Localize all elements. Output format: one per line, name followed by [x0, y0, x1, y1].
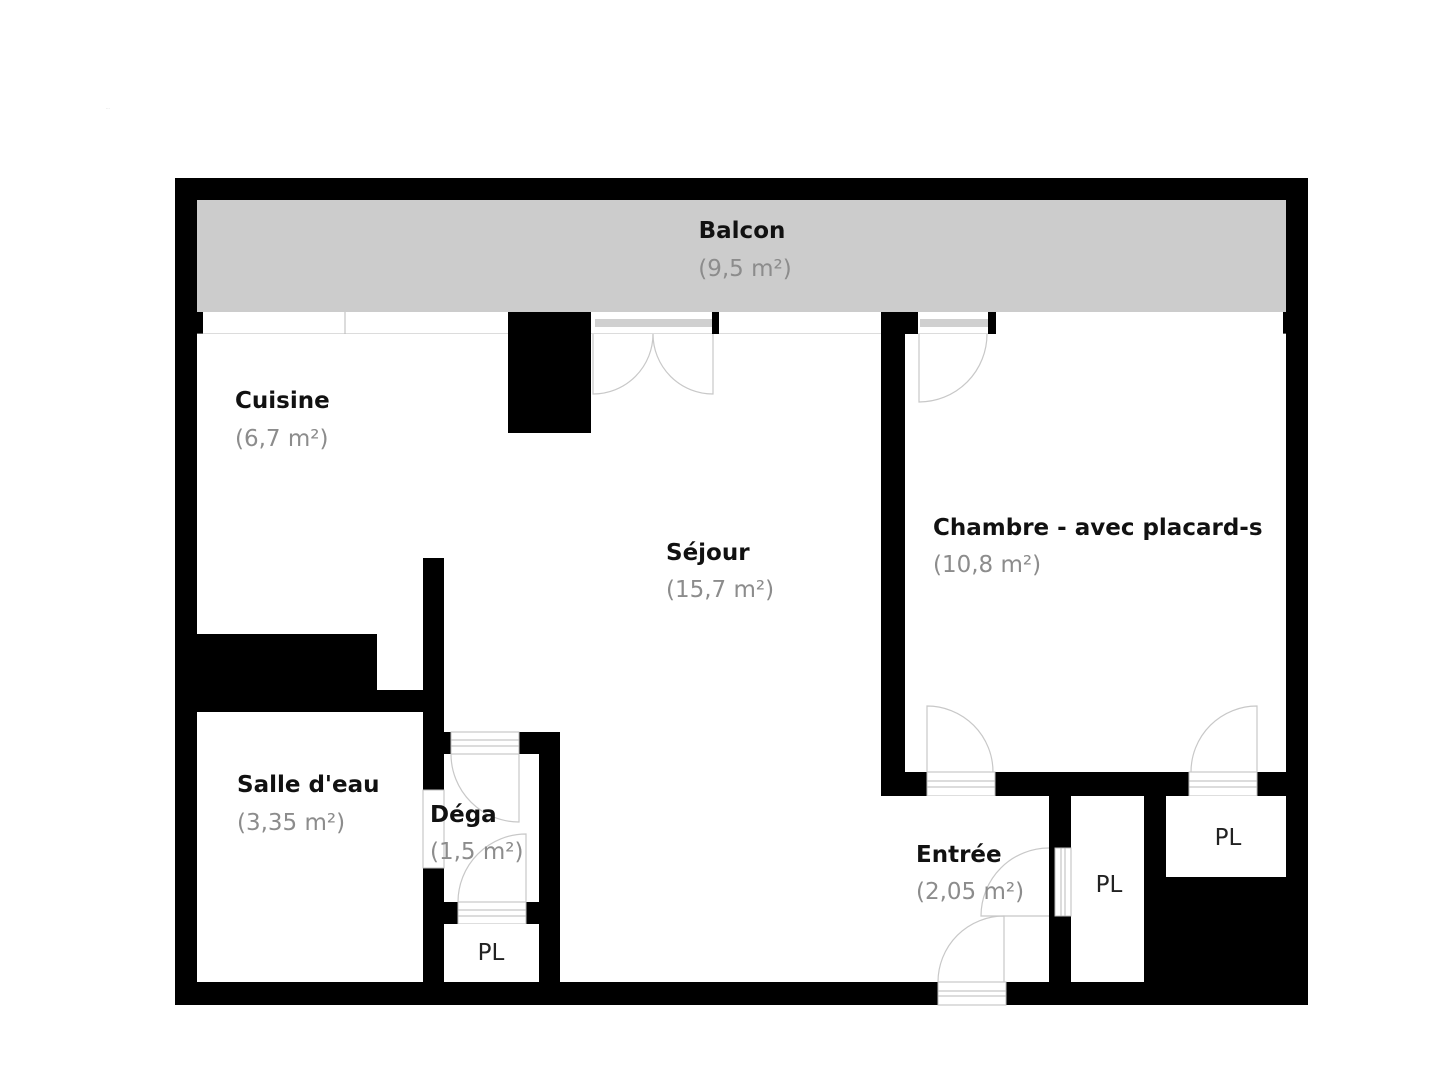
room-cuisine: Cuisine (6,7 m²): [235, 388, 330, 452]
closet-chambre: [1166, 796, 1286, 877]
room-balcon: Balcon (9,5 m²): [698, 218, 791, 282]
svg-text:Séjour: Séjour: [666, 540, 750, 566]
svg-text:(10,8 m²): (10,8 m²): [933, 552, 1041, 578]
svg-text:Salle d'eau: Salle d'eau: [237, 772, 379, 798]
svg-text:(15,7 m²): (15,7 m²): [666, 577, 774, 603]
closet-label-entree: PL: [1096, 872, 1123, 898]
closet-entree: [1071, 796, 1144, 982]
closet-label-dega: PL: [478, 940, 505, 966]
room-sejour: Séjour (15,7 m²): [666, 540, 774, 603]
svg-text:(1,5 m²): (1,5 m²): [430, 839, 523, 865]
svg-text:(9,5 m²): (9,5 m²): [698, 256, 791, 282]
room-chambre: Chambre - avec placard-s (10,8 m²): [933, 515, 1263, 578]
svg-text:Entrée: Entrée: [916, 842, 1002, 868]
chambre-floor: [905, 334, 1286, 772]
svg-text:(3,35 m²): (3,35 m²): [237, 810, 345, 836]
closet-dega: [444, 924, 539, 982]
entree-floor: [883, 796, 1049, 982]
room-entree: Entrée (2,05 m²): [916, 842, 1024, 905]
svg-text:(6,7 m²): (6,7 m²): [235, 426, 328, 452]
salle-deau-floor: [197, 712, 423, 867]
watermark: ...: [106, 105, 110, 110]
svg-text:Balcon: Balcon: [699, 218, 786, 244]
closet-label-chambre: PL: [1215, 825, 1242, 851]
dega-floor: [444, 754, 539, 902]
balcony-area: [197, 200, 1286, 312]
room-dega: Déga (1,5 m²): [430, 802, 523, 865]
chambre-wall-left: [881, 312, 905, 796]
svg-text:Cuisine: Cuisine: [235, 388, 330, 414]
svg-text:Déga: Déga: [430, 802, 497, 828]
svg-text:(2,05 m²): (2,05 m²): [916, 879, 1024, 905]
svg-text:Chambre - avec placard-s: Chambre - avec placard-s: [933, 515, 1263, 541]
pillar: [508, 312, 591, 433]
room-salle-deau: Salle d'eau (3,35 m²): [237, 772, 379, 836]
